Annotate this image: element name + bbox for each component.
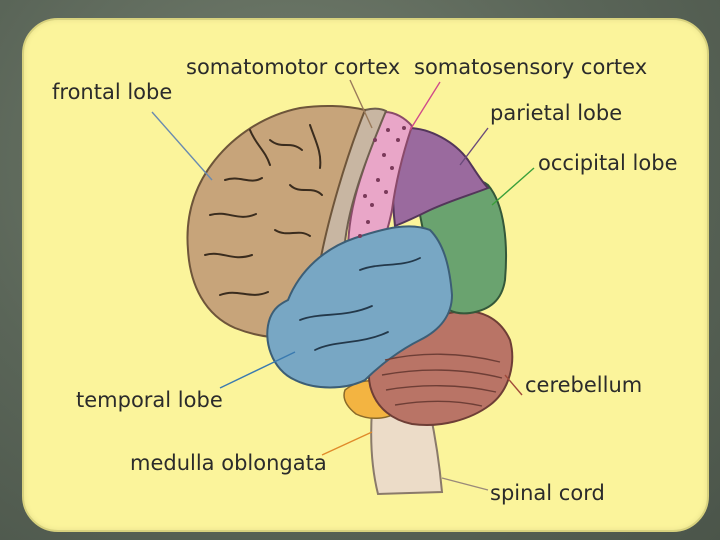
sulci-detail <box>204 124 323 296</box>
temporal-lobe-leader <box>219 351 296 389</box>
label-somatomotor-cortex: somatomotor cortex <box>186 55 400 79</box>
medulla-oblongata-leader <box>321 431 373 456</box>
label-temporal-lobe: temporal lobe <box>76 388 223 412</box>
label-spinal-cord: spinal cord <box>490 481 605 505</box>
somatomotor-cortex-leader <box>349 79 373 129</box>
label-cerebellum: cerebellum <box>525 373 642 397</box>
label-frontal-lobe: frontal lobe <box>52 80 172 104</box>
leader-lines <box>151 79 535 491</box>
spinal-cord-leader <box>441 477 489 491</box>
occipital-lobe-leader <box>491 167 535 206</box>
temporal-lobe-region <box>266 225 454 389</box>
label-occipital-lobe: occipital lobe <box>538 151 677 175</box>
label-somatosensory-cortex: somatosensory cortex <box>414 55 647 79</box>
cerebellum-leader <box>504 374 523 396</box>
temporal-sulci <box>299 257 421 351</box>
label-medulla-oblongata: medulla oblongata <box>130 451 327 475</box>
frontal-lobe-leader <box>151 111 213 181</box>
somatosensory-cortex-leader <box>409 81 441 131</box>
cerebellum-folia <box>381 353 503 407</box>
parietal-lobe-leader <box>459 127 489 166</box>
label-parietal-lobe: parietal lobe <box>490 101 622 125</box>
spinal-cord-region <box>370 408 444 496</box>
somatosensory-dots <box>358 126 406 238</box>
